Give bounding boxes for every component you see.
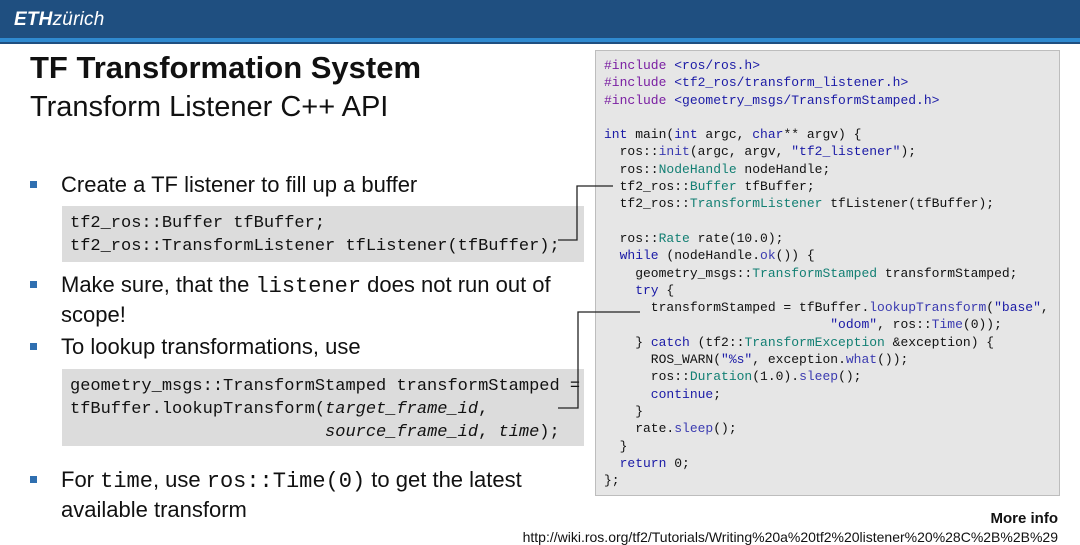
inline-code: ros::Time(0) bbox=[206, 469, 366, 494]
header-stripe bbox=[0, 38, 1080, 42]
header-bar bbox=[0, 0, 1080, 44]
full-code-listing: #include <ros/ros.h>#include <tf2_ros/tr… bbox=[595, 50, 1060, 496]
lookup-code-snippet: geometry_msgs::TransformStamped transfor… bbox=[62, 369, 584, 446]
bullet-marker bbox=[30, 181, 37, 188]
bullet-marker bbox=[30, 343, 37, 350]
reference-link[interactable]: http://wiki.ros.org/tf2/Tutorials/Writin… bbox=[522, 529, 1058, 545]
inline-code: time bbox=[100, 469, 153, 494]
snippet-line: tf2_ros::TransformListener tfListener(tf… bbox=[70, 237, 560, 256]
bullet-text: Make sure, that the listener does not ru… bbox=[61, 272, 551, 327]
eth-logo: ETHzürich bbox=[14, 9, 105, 30]
snippet-line: tf2_ros::Buffer tfBuffer; bbox=[70, 214, 326, 233]
bullet-text: To lookup transformations, use bbox=[61, 334, 361, 359]
more-info-label: More info bbox=[990, 510, 1059, 527]
bullet-marker bbox=[30, 476, 37, 483]
bullet-marker bbox=[30, 281, 37, 288]
inline-code: listener bbox=[255, 274, 362, 299]
listener-code-snippet: tf2_ros::Buffer tfBuffer; tf2_ros::Trans… bbox=[62, 206, 584, 262]
slide-subtitle: Transform Listener C++ API bbox=[30, 91, 389, 123]
bullet-text: For time, use ros::Time(0) to get the la… bbox=[61, 467, 522, 522]
bullet-text: Create a TF listener to fill up a buffer bbox=[61, 172, 418, 197]
slide-title: TF Transformation System bbox=[30, 50, 422, 85]
